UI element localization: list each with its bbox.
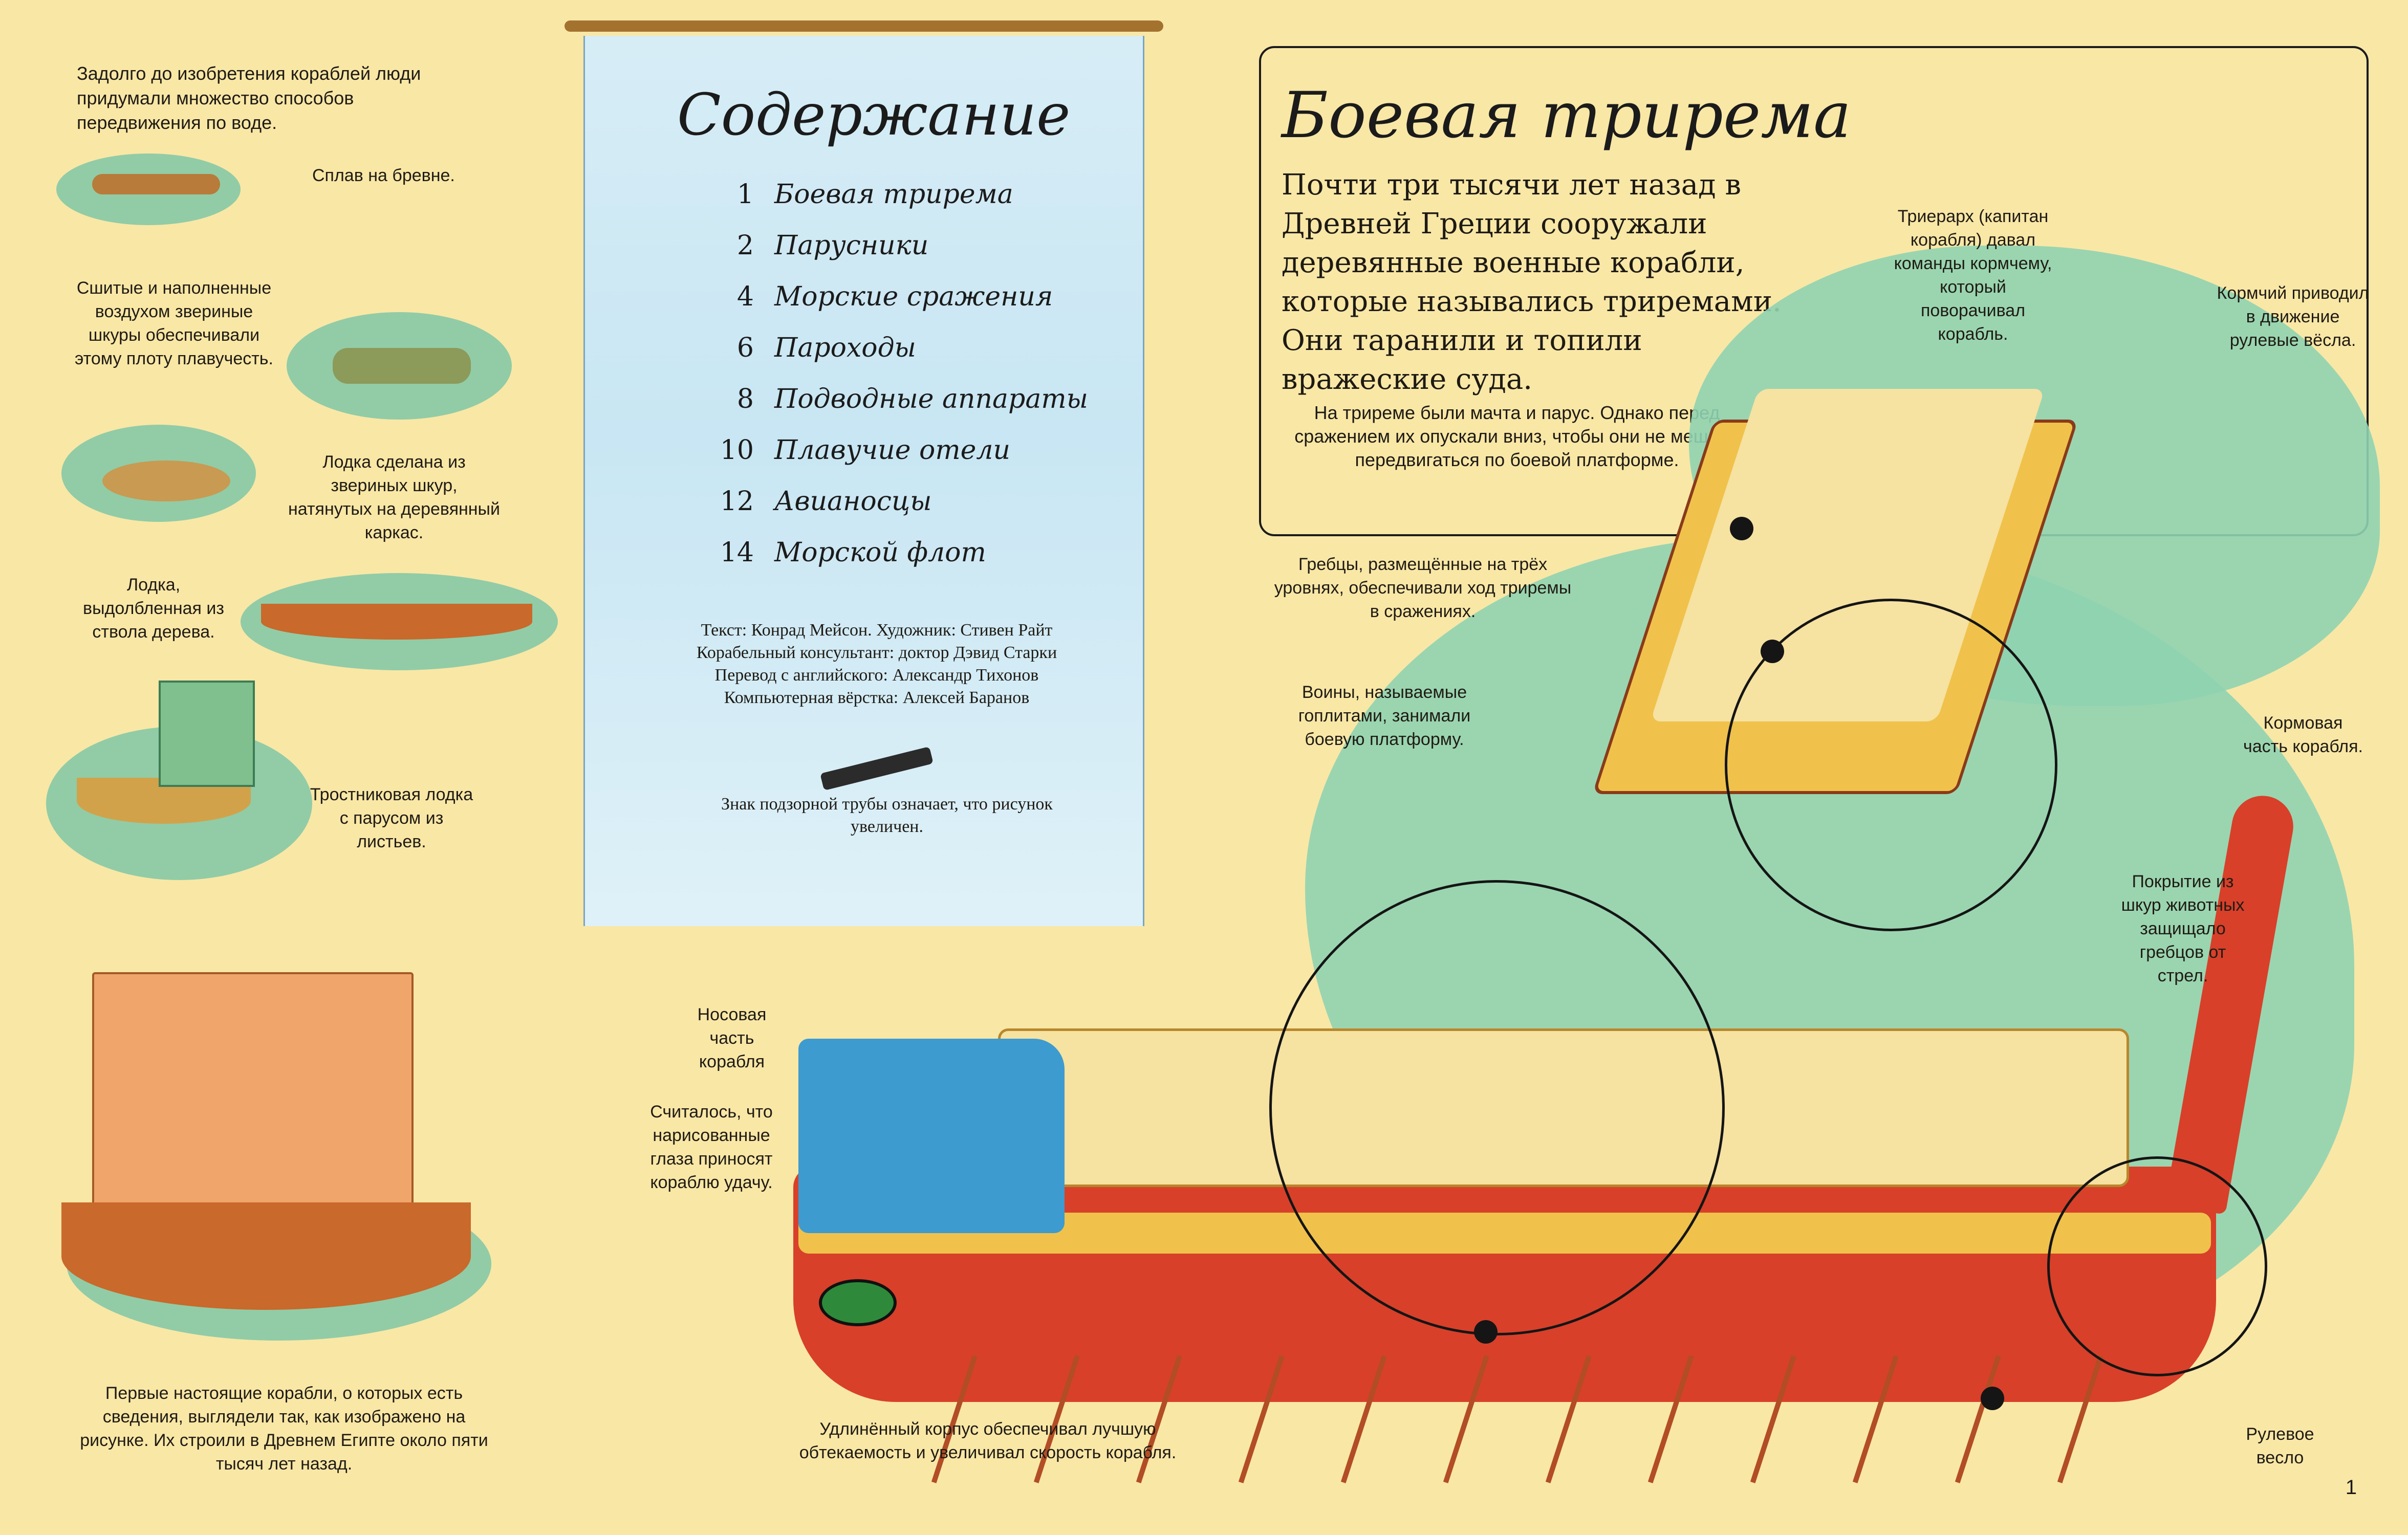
toc-item[interactable]: 6 Пароходы [687, 333, 1117, 374]
hide-boat [102, 461, 230, 501]
zoom-circle [2047, 1156, 2267, 1376]
label-rowers: Гребцы, размещённые на трёх уровнях, обе… [1274, 555, 1572, 621]
caption-hide-boat: Лодка сделана из звериных шкур, натянуты… [288, 452, 500, 542]
caption-dugout: Лодка, выдолбленная из ствола дерева. [83, 575, 224, 642]
toc-label: Морской флот [774, 537, 986, 568]
spyglass-icon [820, 746, 934, 791]
bow-structure [798, 1039, 1065, 1233]
scroll-rod [565, 20, 1163, 32]
contents-title: Содержание [677, 82, 1071, 148]
label-helmsman: Кормчий приводил в движение рулевые вёсл… [2217, 283, 2369, 350]
toc-page-number: 1 [736, 179, 754, 210]
egyptian-ship-hull [61, 1202, 471, 1310]
toc-label: Пароходы [774, 333, 916, 363]
toc-page-number: 8 [736, 384, 754, 414]
toc-item[interactable]: 1 Боевая трирема [687, 179, 1117, 220]
label-bow: Носовая часть корабля [697, 1005, 767, 1071]
toc-page-number: 6 [736, 333, 754, 363]
skin-raft [333, 348, 471, 384]
toc-item[interactable]: 10 Плавучие отели [687, 435, 1117, 476]
toc-label: Морские сражения [774, 281, 1053, 312]
credits: Текст: Конрад Мейсон. Художник: Стивен Р… [631, 619, 1122, 709]
toc-page-number: 14 [720, 537, 754, 568]
toc-item[interactable]: 4 Морские сражения [687, 281, 1117, 322]
toc-item[interactable]: 8 Подводные аппараты [687, 384, 1117, 425]
page-number: 1 [2345, 1476, 2357, 1499]
bow-eye-icon [819, 1279, 897, 1326]
leaf-sail [159, 681, 255, 787]
trireme-mast-note: На триреме были мачта и парус. Однако пе… [1294, 402, 1740, 470]
toc-label: Боевая трирема [774, 179, 1013, 210]
spyglass-caption: Знак подзорной трубы означает, что рисун… [721, 795, 1053, 836]
page-title: Боевая трирема [1282, 79, 1852, 152]
toc-label: Плавучие отели [774, 435, 1011, 466]
toc-label: Авианосцы [774, 486, 932, 517]
label-hides: Покрытие из шкур животных защищало гребц… [2121, 872, 2245, 985]
toc-page-number: 10 [720, 435, 754, 466]
left-intro-text: Задолго до изобретения кораблей люди при… [77, 63, 421, 133]
toc-item[interactable]: 2 Парусники [687, 230, 1117, 271]
label-eyes: Считалось, что нарисованные глаза принос… [650, 1102, 773, 1192]
zoom-marker [1474, 1320, 1498, 1344]
toc-item[interactable]: 12 Авианосцы [687, 486, 1117, 527]
zoom-circle [1269, 880, 1725, 1335]
log-illustration [92, 174, 220, 194]
credit-line: Перевод с английского: Александр Тихонов [714, 666, 1039, 685]
label-hull: Удлинённый корпус обеспечивал лучшую обт… [799, 1419, 1177, 1462]
toc-page-number: 12 [720, 486, 754, 517]
toc-page-number: 2 [736, 230, 754, 261]
label-rudder: Рулевое весло [2246, 1424, 2314, 1467]
toc-label: Парусники [774, 230, 929, 261]
credit-line: Компьютерная вёрстка: Алексей Баранов [724, 688, 1030, 707]
zoom-circle [1725, 599, 2057, 931]
label-stern: Кормовая часть корабля. [2243, 713, 2363, 756]
caption-log: Сплав на бревне. [312, 166, 455, 185]
egyptian-sail [92, 972, 414, 1222]
zoom-marker [1761, 640, 1784, 663]
label-trierarch: Триерарх (капитан корабля) давал команды… [1894, 207, 2052, 344]
toc-page-number: 4 [736, 281, 754, 312]
toc-item[interactable]: 14 Морской флот [687, 537, 1117, 578]
credit-line: Текст: Конрад Мейсон. Художник: Стивен Р… [701, 621, 1053, 640]
toc-label: Подводные аппараты [774, 384, 1088, 414]
trireme-intro-text: Почти три тысячи лет назад в Древней Гре… [1282, 168, 1782, 396]
label-hoplites: Воины, называемые гоплитами, занимали бо… [1298, 683, 1471, 749]
caption-egyptian-ship: Первые настоящие корабли, о которых есть… [80, 1384, 488, 1474]
zoom-marker [1981, 1387, 2004, 1410]
caption-reed-boat: Тростниковая лодка с парусом из листьев. [310, 785, 473, 851]
credit-line: Корабельный консультант: доктор Дэвид Ст… [696, 643, 1057, 662]
zoom-marker [1730, 517, 1753, 540]
dugout-boat [261, 604, 532, 640]
caption-skin-raft: Сшитые и наполненные воздухом звериные ш… [75, 278, 273, 368]
